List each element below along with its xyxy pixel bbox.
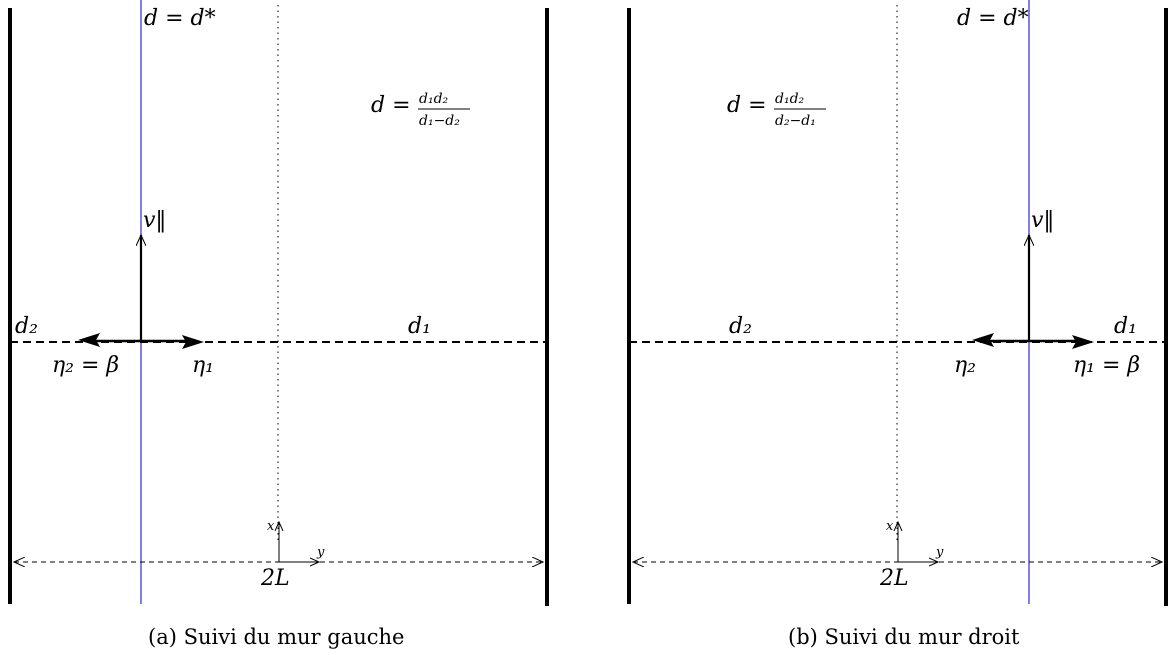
label-d-left: d₂ [15, 314, 38, 339]
frac-denominator: d₁−d₂ [419, 113, 460, 129]
label-v: v‖ [1031, 208, 1054, 233]
label-axis-x: x [267, 519, 275, 534]
label-2L: 2L [879, 566, 909, 591]
caption-a: (a) Suivi du mur gauche [148, 625, 404, 649]
label-axis-x: x [886, 519, 894, 534]
label-eta-left: η₂ = β [52, 353, 119, 378]
label-eta-right: η₁ [192, 353, 214, 378]
label-dstar: d = d* [144, 6, 216, 31]
eta-left-arrowhead [78, 333, 100, 347]
eta-left-arrowhead [972, 333, 994, 347]
frac-numerator: d₁d₂ [419, 91, 449, 107]
label-2L: 2L [260, 566, 290, 591]
frac-denominator: d₂−d₁ [775, 113, 816, 129]
panel-a: d = d* d = d₁d₂ d₁−d₂ v‖ d₂ d₁ η₂ = β η₁… [8, 0, 549, 649]
caption-b: (b) Suivi du mur droit [788, 625, 1020, 649]
eta-right-arrowhead [1072, 335, 1094, 349]
label-eta-right: η₁ = β [1073, 353, 1140, 378]
label-axis-y: y [935, 545, 944, 560]
label-d-right: d₁ [408, 314, 431, 339]
panel-b: d = d* d = d₁d₂ d₂−d₁ v‖ d₂ d₁ η₂ η₁ = β… [627, 0, 1168, 649]
label-d-right: d₁ [1114, 314, 1137, 339]
label-axis-y: y [316, 545, 325, 560]
label-dstar: d = d* [957, 6, 1029, 31]
label-d-left: d₂ [729, 314, 752, 339]
label-v: v‖ [143, 208, 166, 233]
eta-right-arrowhead [182, 335, 204, 349]
frac-numerator: d₁d₂ [775, 91, 805, 107]
label-d-prefix: d = [727, 93, 767, 118]
label-d-prefix: d = [371, 93, 411, 118]
label-eta-left: η₂ [954, 353, 976, 378]
